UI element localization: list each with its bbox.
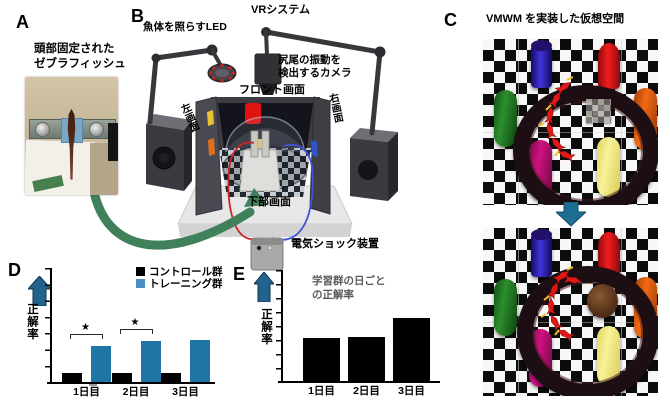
panel-a-label: A xyxy=(16,12,29,32)
right-speaker-box xyxy=(350,128,398,201)
x-tick-label: 1日目 xyxy=(308,385,335,397)
grid-line xyxy=(518,228,519,396)
d-y-axis xyxy=(50,268,52,382)
e-y-axis xyxy=(281,270,283,381)
clamp-pad-right xyxy=(74,118,83,143)
bottom-screen-annotation: 下部画面 xyxy=(247,196,291,208)
training-bar xyxy=(91,345,111,382)
x-tick-label: 3日目 xyxy=(172,386,199,398)
fish-trajectory xyxy=(538,76,576,163)
camera-annotation: 尻尾の振動を 検出するカメラ xyxy=(278,54,352,79)
left-speaker-box xyxy=(146,114,192,191)
clamp-screw-left xyxy=(35,121,51,137)
panel-b-label: B xyxy=(131,6,144,26)
training-bar xyxy=(140,340,161,382)
legend-row-control: コントロール群 xyxy=(136,265,223,278)
panel-a-caption: 頭部固定された ゼブラフィッシュ xyxy=(34,43,126,70)
left-screen-wall xyxy=(195,96,223,216)
increase-arrow-icon xyxy=(254,272,274,302)
panel-c-label: C xyxy=(444,10,457,30)
e-chart-title: 学習群の日ごと の正解率 xyxy=(312,275,386,301)
right-screen-wall xyxy=(309,96,331,215)
vr-system-title: VRシステム xyxy=(251,4,310,16)
x-tick-label: 3日目 xyxy=(398,385,425,397)
zebrafish-body xyxy=(67,108,76,180)
significance-star: ★ xyxy=(81,321,90,333)
zebrafish-photo xyxy=(25,77,118,195)
led-annotation: 魚体を照らすLED xyxy=(143,21,227,33)
d-bar-plot: 1日目 2日目 3日目 ★ ★ xyxy=(50,268,215,398)
visible-platform xyxy=(587,284,618,318)
accuracy-bar xyxy=(303,337,340,381)
x-tick-label: 2日目 xyxy=(353,385,380,397)
d-y-ticks xyxy=(45,268,50,382)
d-y-axis-label: 正解率 xyxy=(26,303,38,341)
control-bar xyxy=(161,372,181,382)
clamp-screw-right xyxy=(89,121,105,137)
x-tick-label: 1日目 xyxy=(73,386,100,398)
vmwm-title: VMWM を実装した仮想空間 xyxy=(486,13,625,25)
x-tick-label: 2日目 xyxy=(122,386,150,398)
shock-wire-blue xyxy=(271,144,314,241)
pillar-green xyxy=(494,90,517,147)
front-screen-annotation: フロント画面 xyxy=(239,84,305,96)
hidden-platform xyxy=(586,99,611,123)
shock-device-annotation: 電気ショック装置 xyxy=(291,238,379,250)
legend-swatch-training xyxy=(136,278,145,288)
fish-trajectory xyxy=(540,266,582,343)
grid-line xyxy=(518,39,519,205)
black-clip xyxy=(107,123,118,161)
shock-device xyxy=(250,237,284,271)
e-y-ticks xyxy=(276,270,281,381)
control-bar xyxy=(62,372,82,382)
pillar-red xyxy=(598,232,620,278)
d-legend: コントロール群 トレーニング群 xyxy=(136,265,223,290)
vmwm-scene-before xyxy=(483,39,658,205)
pillar-blue xyxy=(531,40,552,88)
accuracy-bar xyxy=(348,336,385,381)
panel-e-label: E xyxy=(233,264,246,284)
shock-wire-red xyxy=(227,141,260,241)
accuracy-bar xyxy=(393,317,430,381)
pillar-blue xyxy=(531,229,552,277)
e-y-axis-label: 正解率 xyxy=(260,308,272,346)
significance-bracket xyxy=(70,333,103,339)
legend-label-training: トレーニング群 xyxy=(149,277,223,290)
fish-holder xyxy=(239,130,281,192)
significance-bracket xyxy=(119,328,153,334)
transfer-arrow xyxy=(90,188,268,250)
vmwm-scene-after xyxy=(483,228,658,396)
panel-d-label: D xyxy=(8,260,21,280)
pillar-green xyxy=(494,279,517,336)
e-bar-plot: 1日目 2日目 3日目 xyxy=(281,270,441,397)
d-x-axis xyxy=(47,382,215,384)
tail-camera xyxy=(254,27,386,136)
legend-row-training: トレーニング群 xyxy=(136,277,223,290)
led-ring-light xyxy=(147,44,237,125)
legend-swatch-control xyxy=(136,266,145,276)
legend-label-control: コントロール群 xyxy=(149,265,223,278)
e-x-axis xyxy=(278,381,440,383)
training-bar xyxy=(190,339,210,382)
progression-arrow-icon xyxy=(556,202,586,227)
significance-star: ★ xyxy=(130,316,140,328)
pillar-red xyxy=(598,43,620,89)
stray-mark xyxy=(89,384,97,386)
control-bar xyxy=(111,372,132,382)
